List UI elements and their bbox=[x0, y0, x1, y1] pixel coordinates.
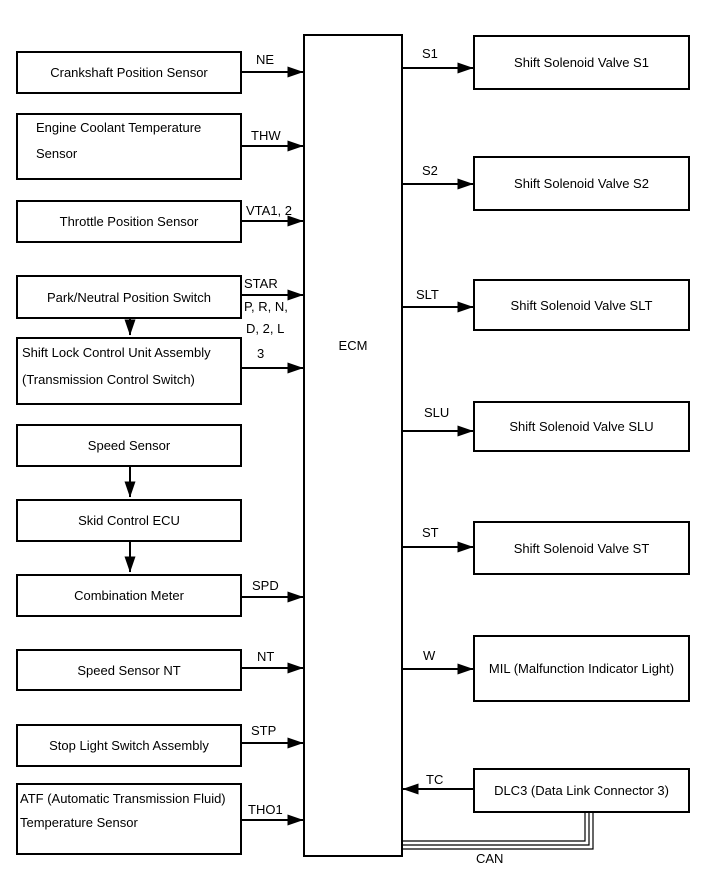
signal-label-tho1: THO1 bbox=[248, 802, 283, 817]
box-label: Stop Light Switch Assembly bbox=[49, 738, 209, 753]
signal-label-spd: SPD bbox=[252, 578, 279, 593]
signal-label-thw: THW bbox=[251, 128, 281, 143]
box-shift-solenoid-valve-st: Shift Solenoid Valve ST bbox=[473, 521, 690, 575]
signal-label-d2l: D, 2, L bbox=[246, 321, 285, 336]
signal-label-stp: STP bbox=[251, 723, 277, 738]
box-atf-temp-sensor: ATF (Automatic Transmission Fluid) Tempe… bbox=[16, 783, 242, 855]
signal-label-slu: SLU bbox=[424, 405, 450, 420]
box-crankshaft-position-sensor: Crankshaft Position Sensor bbox=[16, 51, 242, 94]
wire-can-1 bbox=[403, 813, 586, 842]
signal-label-vta: VTA1, 2 bbox=[246, 203, 293, 218]
box-label: DLC3 (Data Link Connector 3) bbox=[494, 783, 669, 798]
box-label: Combination Meter bbox=[74, 588, 184, 603]
box-mil: MIL (Malfunction Indicator Light) bbox=[473, 635, 690, 702]
signal-label-ne: NE bbox=[256, 52, 275, 67]
signal-label-nt: NT bbox=[257, 649, 275, 664]
signal-label-prn: P, R, N, bbox=[244, 299, 288, 314]
box-label-line2: (Transmission Control Switch) bbox=[22, 372, 195, 387]
box-label: Speed Sensor bbox=[87, 438, 171, 453]
signal-label-w: W bbox=[423, 648, 436, 663]
box-speed-sensor: Speed Sensor bbox=[16, 424, 242, 467]
ecm-label: ECM bbox=[338, 338, 368, 353]
signal-label-s1: S1 bbox=[422, 46, 438, 61]
box-engine-coolant-temp-sensor: Engine Coolant Temperature Sensor bbox=[16, 113, 242, 180]
box-ecm: ECM bbox=[303, 34, 403, 857]
box-label: Shift Solenoid Valve ST bbox=[513, 540, 650, 556]
box-label-line1: Shift Lock Control Unit Assembly bbox=[22, 345, 211, 360]
box-label: Shift Solenoid Valve S1 bbox=[514, 55, 649, 70]
box-label: Park/Neutral Position Switch bbox=[46, 289, 211, 305]
box-label-line2: Sensor bbox=[36, 146, 78, 161]
signal-label-tc: TC bbox=[426, 772, 444, 787]
box-shift-solenoid-valve-s1: Shift Solenoid Valve S1 bbox=[473, 35, 690, 90]
signal-label-slt: SLT bbox=[416, 287, 439, 302]
wire-can-3 bbox=[403, 813, 594, 850]
box-label: Shift Solenoid Valve S2 bbox=[514, 176, 649, 191]
box-dlc3: DLC3 (Data Link Connector 3) bbox=[473, 768, 690, 813]
wire-can-2 bbox=[403, 813, 590, 846]
box-shift-solenoid-valve-slt: Shift Solenoid Valve SLT bbox=[473, 279, 690, 331]
box-label: Crankshaft Position Sensor bbox=[50, 65, 208, 80]
box-label: Skid Control ECU bbox=[78, 513, 180, 528]
signal-label-can: CAN bbox=[476, 851, 504, 866]
signal-label-3: 3 bbox=[257, 346, 265, 361]
box-label-line2: Temperature Sensor bbox=[20, 815, 138, 830]
signal-label-st: ST bbox=[422, 525, 439, 540]
box-shift-lock-control-unit: Shift Lock Control Unit Assembly (Transm… bbox=[16, 337, 242, 405]
signal-label-s2: S2 bbox=[422, 163, 438, 178]
box-park-neutral-position-switch: Park/Neutral Position Switch bbox=[16, 275, 242, 319]
box-label: Shift Solenoid Valve SLU bbox=[509, 419, 654, 434]
box-label: Shift Solenoid Valve SLT bbox=[510, 297, 653, 313]
signal-label-star: STAR bbox=[244, 276, 278, 291]
box-combination-meter: Combination Meter bbox=[16, 574, 242, 617]
box-label-line1: ATF (Automatic Transmission Fluid) bbox=[20, 791, 226, 806]
box-shift-solenoid-valve-s2: Shift Solenoid Valve S2 bbox=[473, 156, 690, 211]
box-label-line1: Engine Coolant Temperature bbox=[36, 120, 202, 135]
box-label: Throttle Position Sensor bbox=[59, 214, 199, 229]
box-shift-solenoid-valve-slu: Shift Solenoid Valve SLU bbox=[473, 401, 690, 452]
box-stop-light-switch-assembly: Stop Light Switch Assembly bbox=[16, 724, 242, 767]
box-throttle-position-sensor: Throttle Position Sensor bbox=[16, 200, 242, 243]
box-label: Speed Sensor NT bbox=[77, 662, 181, 678]
box-speed-sensor-nt: Speed Sensor NT bbox=[16, 649, 242, 691]
box-label: MIL (Malfunction Indicator Light) bbox=[488, 661, 675, 676]
box-skid-control-ecu: Skid Control ECU bbox=[16, 499, 242, 542]
